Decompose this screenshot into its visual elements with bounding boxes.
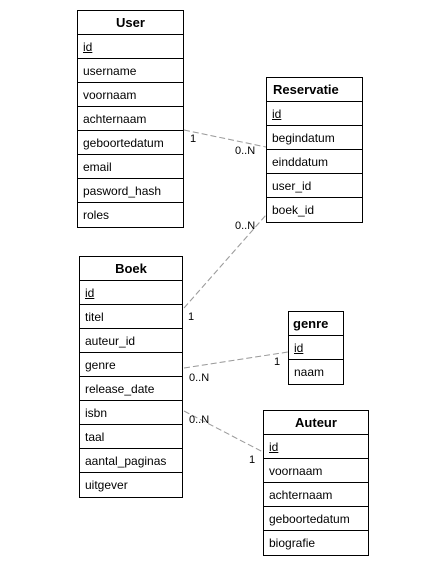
- entity-attribute: id: [78, 35, 183, 59]
- entity-attribute: biografie: [269, 536, 316, 550]
- relation-boek-genre: [183, 351, 289, 369]
- entity-user[interactable]: User id username voornaam achternaam geb…: [77, 10, 184, 228]
- entity-title: genre: [289, 312, 343, 336]
- cardinality-user-side: 1: [190, 133, 197, 145]
- entity-attribute: boek_id: [272, 203, 315, 217]
- entity-attribute: voornaam: [78, 83, 183, 107]
- entity-attribute: email: [78, 155, 183, 179]
- entity-attribute: release_date: [80, 377, 182, 401]
- entity-attribute: id: [264, 435, 368, 459]
- cardinality-boek-side: 0..N: [189, 372, 210, 384]
- entity-attribute: geboortedatum: [78, 131, 183, 155]
- entity-title: User: [78, 11, 183, 35]
- entity-attribute: geboortedatum: [264, 507, 368, 531]
- cardinality-reservatie-side: 0..N: [235, 220, 256, 232]
- cardinality-reservatie-side: 0..N: [235, 145, 256, 157]
- entity-attribute: voornaam: [264, 459, 368, 483]
- entity-attribute: uitgever: [85, 478, 128, 492]
- entity-attribute: id: [267, 102, 362, 126]
- entity-attribute: roles: [83, 208, 110, 222]
- entity-attribute: genre: [80, 353, 182, 377]
- entity-attribute: begindatum: [267, 126, 362, 150]
- cardinality-boek-side: 1: [188, 311, 195, 323]
- entity-auteur[interactable]: Auteur id voornaam achternaam geboorteda…: [263, 410, 369, 556]
- entity-attribute: user_id: [267, 174, 362, 198]
- entity-attribute: isbn: [80, 401, 182, 425]
- entity-attribute: einddatum: [267, 150, 362, 174]
- entity-attribute: auteur_id: [80, 329, 182, 353]
- entity-attribute: naam: [294, 365, 325, 379]
- entity-reservatie[interactable]: Reservatie id begindatum einddatum user_…: [266, 77, 363, 223]
- cardinality-boek-side: 0..N: [189, 414, 210, 426]
- entity-title: Reservatie: [267, 78, 362, 102]
- entity-genre[interactable]: genre id naam: [288, 311, 344, 385]
- entity-attribute: aantal_paginas: [80, 449, 182, 473]
- entity-attribute: id: [289, 336, 343, 360]
- entity-attribute: titel: [80, 305, 182, 329]
- cardinality-genre-side: 1: [274, 356, 281, 368]
- entity-attribute: pasword_hash: [78, 179, 183, 203]
- entity-attribute: taal: [80, 425, 182, 449]
- entity-title: Auteur: [264, 411, 368, 435]
- entity-attribute: achternaam: [264, 483, 368, 507]
- entity-attribute: username: [78, 59, 183, 83]
- entity-title: Boek: [80, 257, 182, 281]
- entity-attribute: id: [80, 281, 182, 305]
- cardinality-auteur-side: 1: [249, 454, 256, 466]
- entity-boek[interactable]: Boek id titel auteur_id genre release_da…: [79, 256, 183, 498]
- entity-attribute: achternaam: [78, 107, 183, 131]
